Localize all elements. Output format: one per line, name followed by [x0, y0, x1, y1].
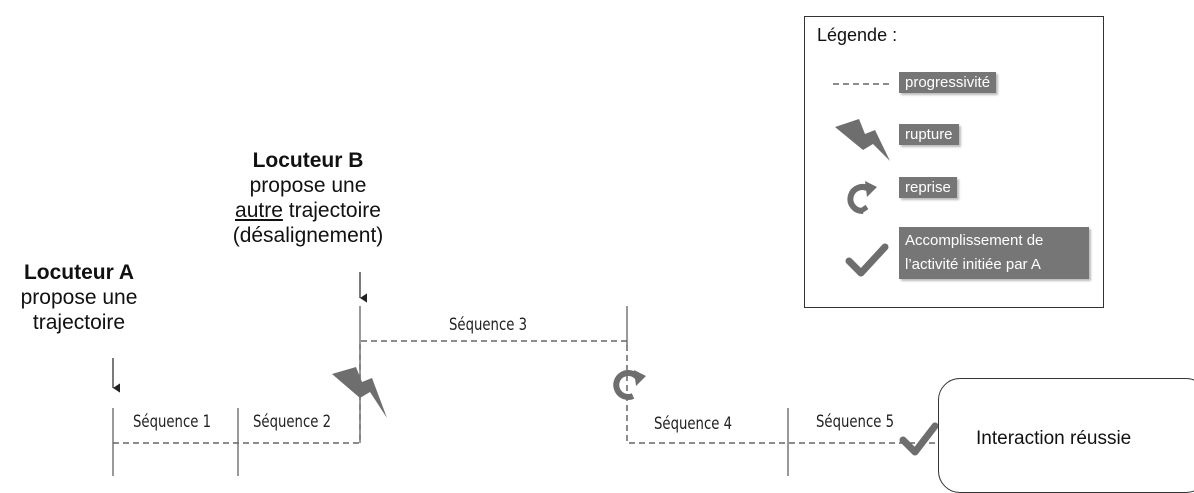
speaker-a-label: Locuteur A propose une trajectoire: [4, 260, 154, 335]
circular-arrow-icon: [613, 370, 646, 400]
legend-label-progressivite: progressivité: [899, 72, 997, 93]
outcome-label: Interaction réussie: [976, 428, 1132, 449]
speaker-a-name: Locuteur A: [23, 261, 135, 284]
progression-dashed-line: [113, 340, 990, 444]
speaker-b-line2: autre trajectoire: [205, 198, 411, 223]
legend-label-rupture: rupture: [899, 124, 959, 145]
legend-title: Légende :: [817, 25, 898, 45]
legend-dashed-line-icon: [833, 83, 889, 85]
speaker-a-line2: trajectoire: [32, 311, 126, 334]
outcome-box: [938, 378, 1194, 493]
speaker-b-underlined-word: autre: [235, 199, 283, 222]
checkmark-icon: [899, 422, 939, 456]
legend-checkmark-icon: [845, 243, 889, 277]
sequence-label-4: Séquence 4: [654, 414, 733, 434]
speaker-b-label: Locuteur B propose une autre trajectoire…: [205, 148, 411, 248]
legend-box: Légende : progressivité rupture reprise …: [804, 16, 1104, 308]
sequence-label-1: Séquence 1: [133, 412, 212, 432]
speaker-b-line2-rest: trajectoire: [282, 199, 381, 222]
speaker-b-line3: (désalignement): [232, 224, 384, 247]
sequence-label-2: Séquence 2: [253, 412, 332, 432]
speaker-b-line1: propose une: [249, 174, 367, 197]
lightning-icon: [332, 367, 387, 418]
speaker-b-name: Locuteur B: [252, 149, 364, 172]
sequence-label-3: Séquence 3: [449, 315, 528, 335]
sequence-label-5: Séquence 5: [816, 412, 895, 432]
legend-label-accomplissement: Accomplissement de l’activité initiée pa…: [899, 227, 1089, 279]
legend-label-reprise: reprise: [899, 177, 957, 198]
speaker-a-line1: propose une: [20, 286, 138, 309]
legend-circular-arrow-icon: [847, 181, 877, 214]
legend-lightning-icon: [835, 119, 890, 161]
